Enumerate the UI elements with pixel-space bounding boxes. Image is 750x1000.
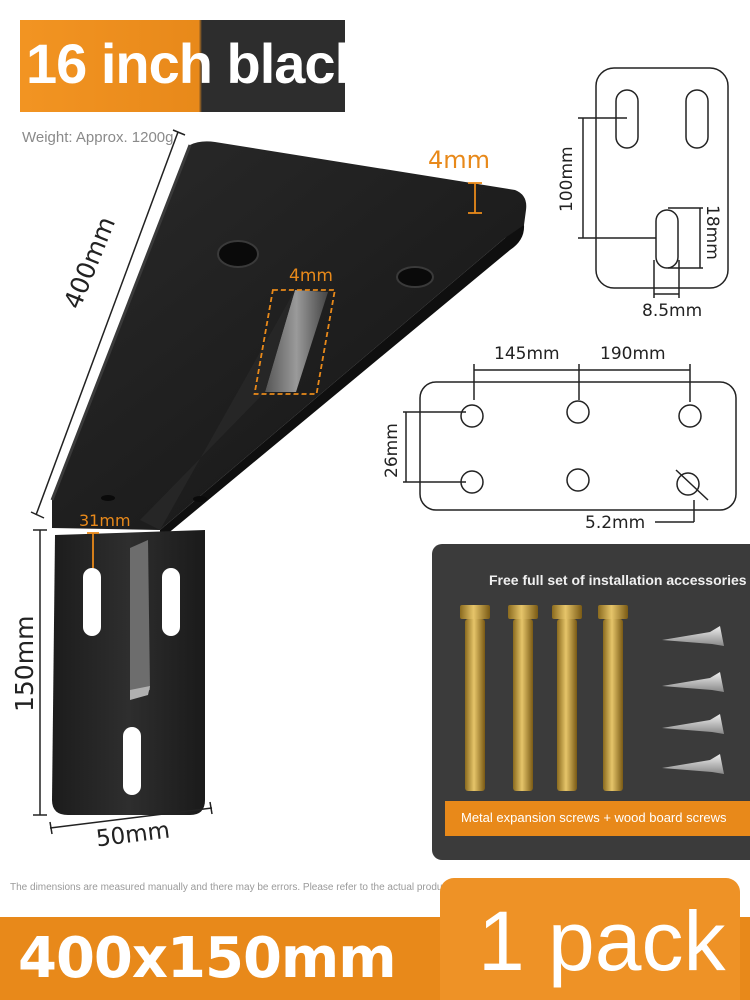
- footer-pack-badge: [440, 878, 740, 1000]
- accessories-caption-bar: [445, 801, 750, 836]
- product-title: 16 inch black: [26, 32, 366, 95]
- hole-spacing-left-label: 145mm: [494, 344, 560, 364]
- accessories-caption: Metal expansion screws + wood board scre…: [461, 810, 727, 825]
- bracket-top-plate: [50, 141, 527, 540]
- weight-label: Weight: Approx. 1200g: [22, 129, 174, 146]
- rib-offset-label: 31mm: [79, 511, 131, 530]
- expansion-screw-icons: [460, 605, 628, 791]
- thickness-label: 4mm: [428, 146, 491, 174]
- orange-markers: [87, 182, 482, 568]
- accessories-title: Free full set of installation accessorie…: [489, 572, 747, 588]
- rib-thickness-label: 4mm: [289, 266, 333, 286]
- dimension-lines: [30, 129, 213, 835]
- hole-spacing-right-label: 190mm: [600, 344, 666, 364]
- wood-screw-icons: [662, 626, 724, 774]
- hole-layout-diagram: [403, 364, 737, 523]
- bracket-vertical-plate: [52, 530, 205, 815]
- footer-size-label: 400x150mm: [18, 926, 397, 991]
- slot-width-label: 8.5mm: [642, 301, 703, 321]
- title-banner: [20, 20, 345, 112]
- footer-pack-label: 1 pack: [478, 894, 726, 988]
- disclaimer-text: The dimensions are measured manually and…: [10, 882, 454, 893]
- slot-detail-diagram: [578, 67, 729, 298]
- hole-size-label: 5.2mm: [585, 513, 646, 533]
